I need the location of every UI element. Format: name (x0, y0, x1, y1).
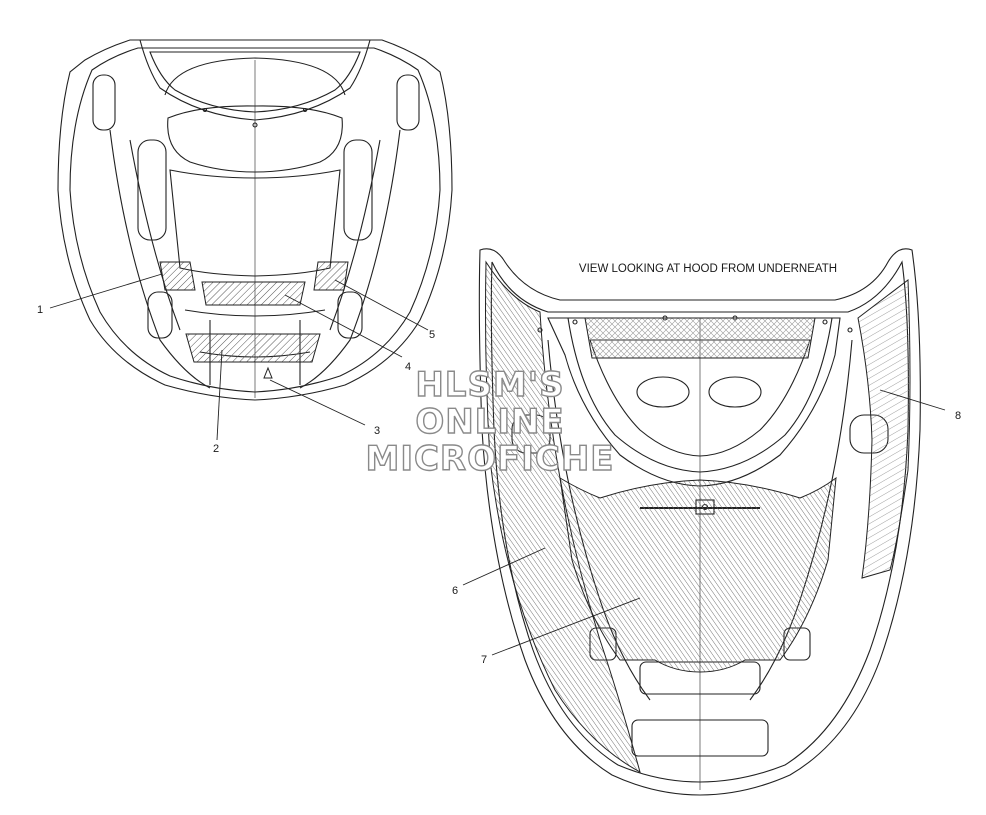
callout-leaders (49, 273, 946, 656)
panel-part-8 (857, 279, 911, 579)
decal-part-2 (185, 333, 321, 363)
decal-part-4 (201, 281, 306, 306)
panel-part-6 (485, 260, 641, 773)
leader-6 (462, 547, 546, 586)
decal-part-1 (159, 261, 196, 291)
watermark-line-1: HLSM'S (415, 365, 564, 405)
leader-1 (49, 273, 163, 309)
callout-label-1: 1 (37, 304, 43, 316)
decal-part-5 (313, 261, 349, 291)
view-caption: VIEW LOOKING AT HOOD FROM UNDERNEATH (579, 263, 837, 275)
hood-decals-top (159, 261, 349, 379)
leader-4 (284, 294, 403, 358)
callout-label-2: 2 (213, 443, 219, 455)
emblem-part-3 (263, 366, 273, 379)
panel-part-7 (559, 476, 837, 673)
callout-label-7: 7 (481, 654, 487, 666)
callout-label-4: 4 (405, 361, 411, 373)
callout-label-3: 3 (374, 425, 380, 437)
watermark-line-2: ONLINE (415, 402, 564, 442)
leader-8 (879, 389, 946, 411)
watermark: HLSM'S ONLINE MICROFICHE (365, 364, 614, 479)
callout-label-6: 6 (452, 585, 458, 597)
callout-label-8: 8 (955, 410, 961, 422)
screen-upper (584, 317, 816, 359)
leader-5 (334, 279, 429, 331)
diagram-labels: VIEW LOOKING AT HOOD FROM UNDERNEATH 1 2… (37, 263, 961, 666)
leader-2 (216, 349, 223, 441)
leader-7 (491, 597, 641, 656)
leader-3 (269, 379, 366, 426)
watermark-line-3: MICROFICHE (365, 439, 614, 479)
callout-label-5: 5 (429, 329, 435, 341)
underside-panels (485, 260, 911, 773)
